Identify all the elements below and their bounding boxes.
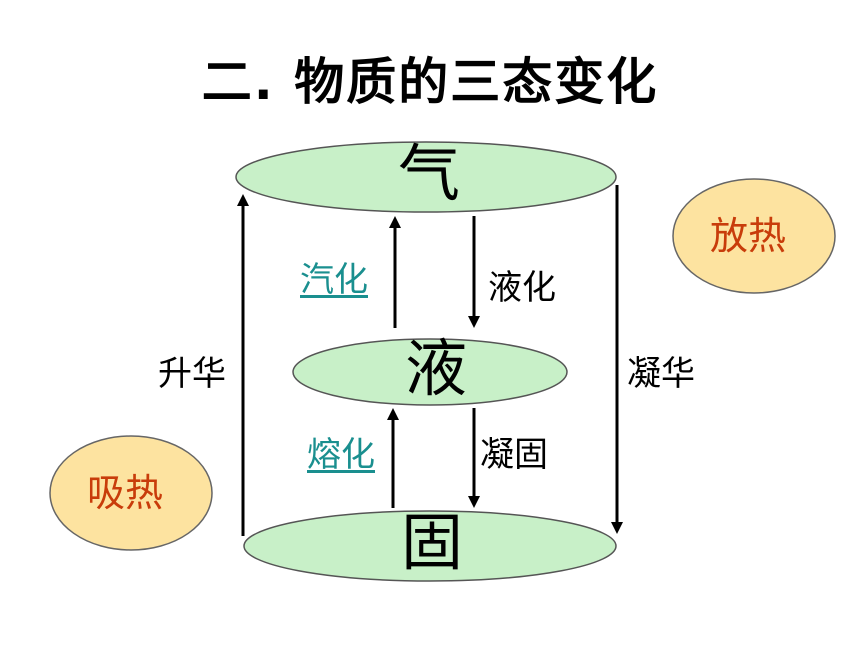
solidification-label: 凝固 (480, 435, 548, 475)
deposition-label: 凝华 (627, 354, 695, 394)
gas-ellipse (235, 141, 617, 213)
vaporization-link[interactable]: 汽化 (300, 260, 368, 300)
absorb-heat-label: 吸热 (87, 471, 164, 515)
liquefaction-label: 液化 (488, 268, 556, 308)
solid-ellipse (243, 510, 617, 582)
absorb-heat-ellipse (49, 435, 213, 551)
melting-link[interactable]: 熔化 (307, 435, 375, 475)
solid-label: 固 (401, 506, 464, 579)
page-title: 二. 物质的三态变化 (201, 53, 659, 111)
sublimation-label: 升华 (158, 354, 226, 394)
gas-label: 气 (398, 137, 461, 210)
release-heat-label: 放热 (710, 214, 787, 258)
liquid-label: 液 (405, 332, 468, 405)
liquid-ellipse (292, 338, 568, 406)
release-heat-ellipse (672, 178, 836, 294)
